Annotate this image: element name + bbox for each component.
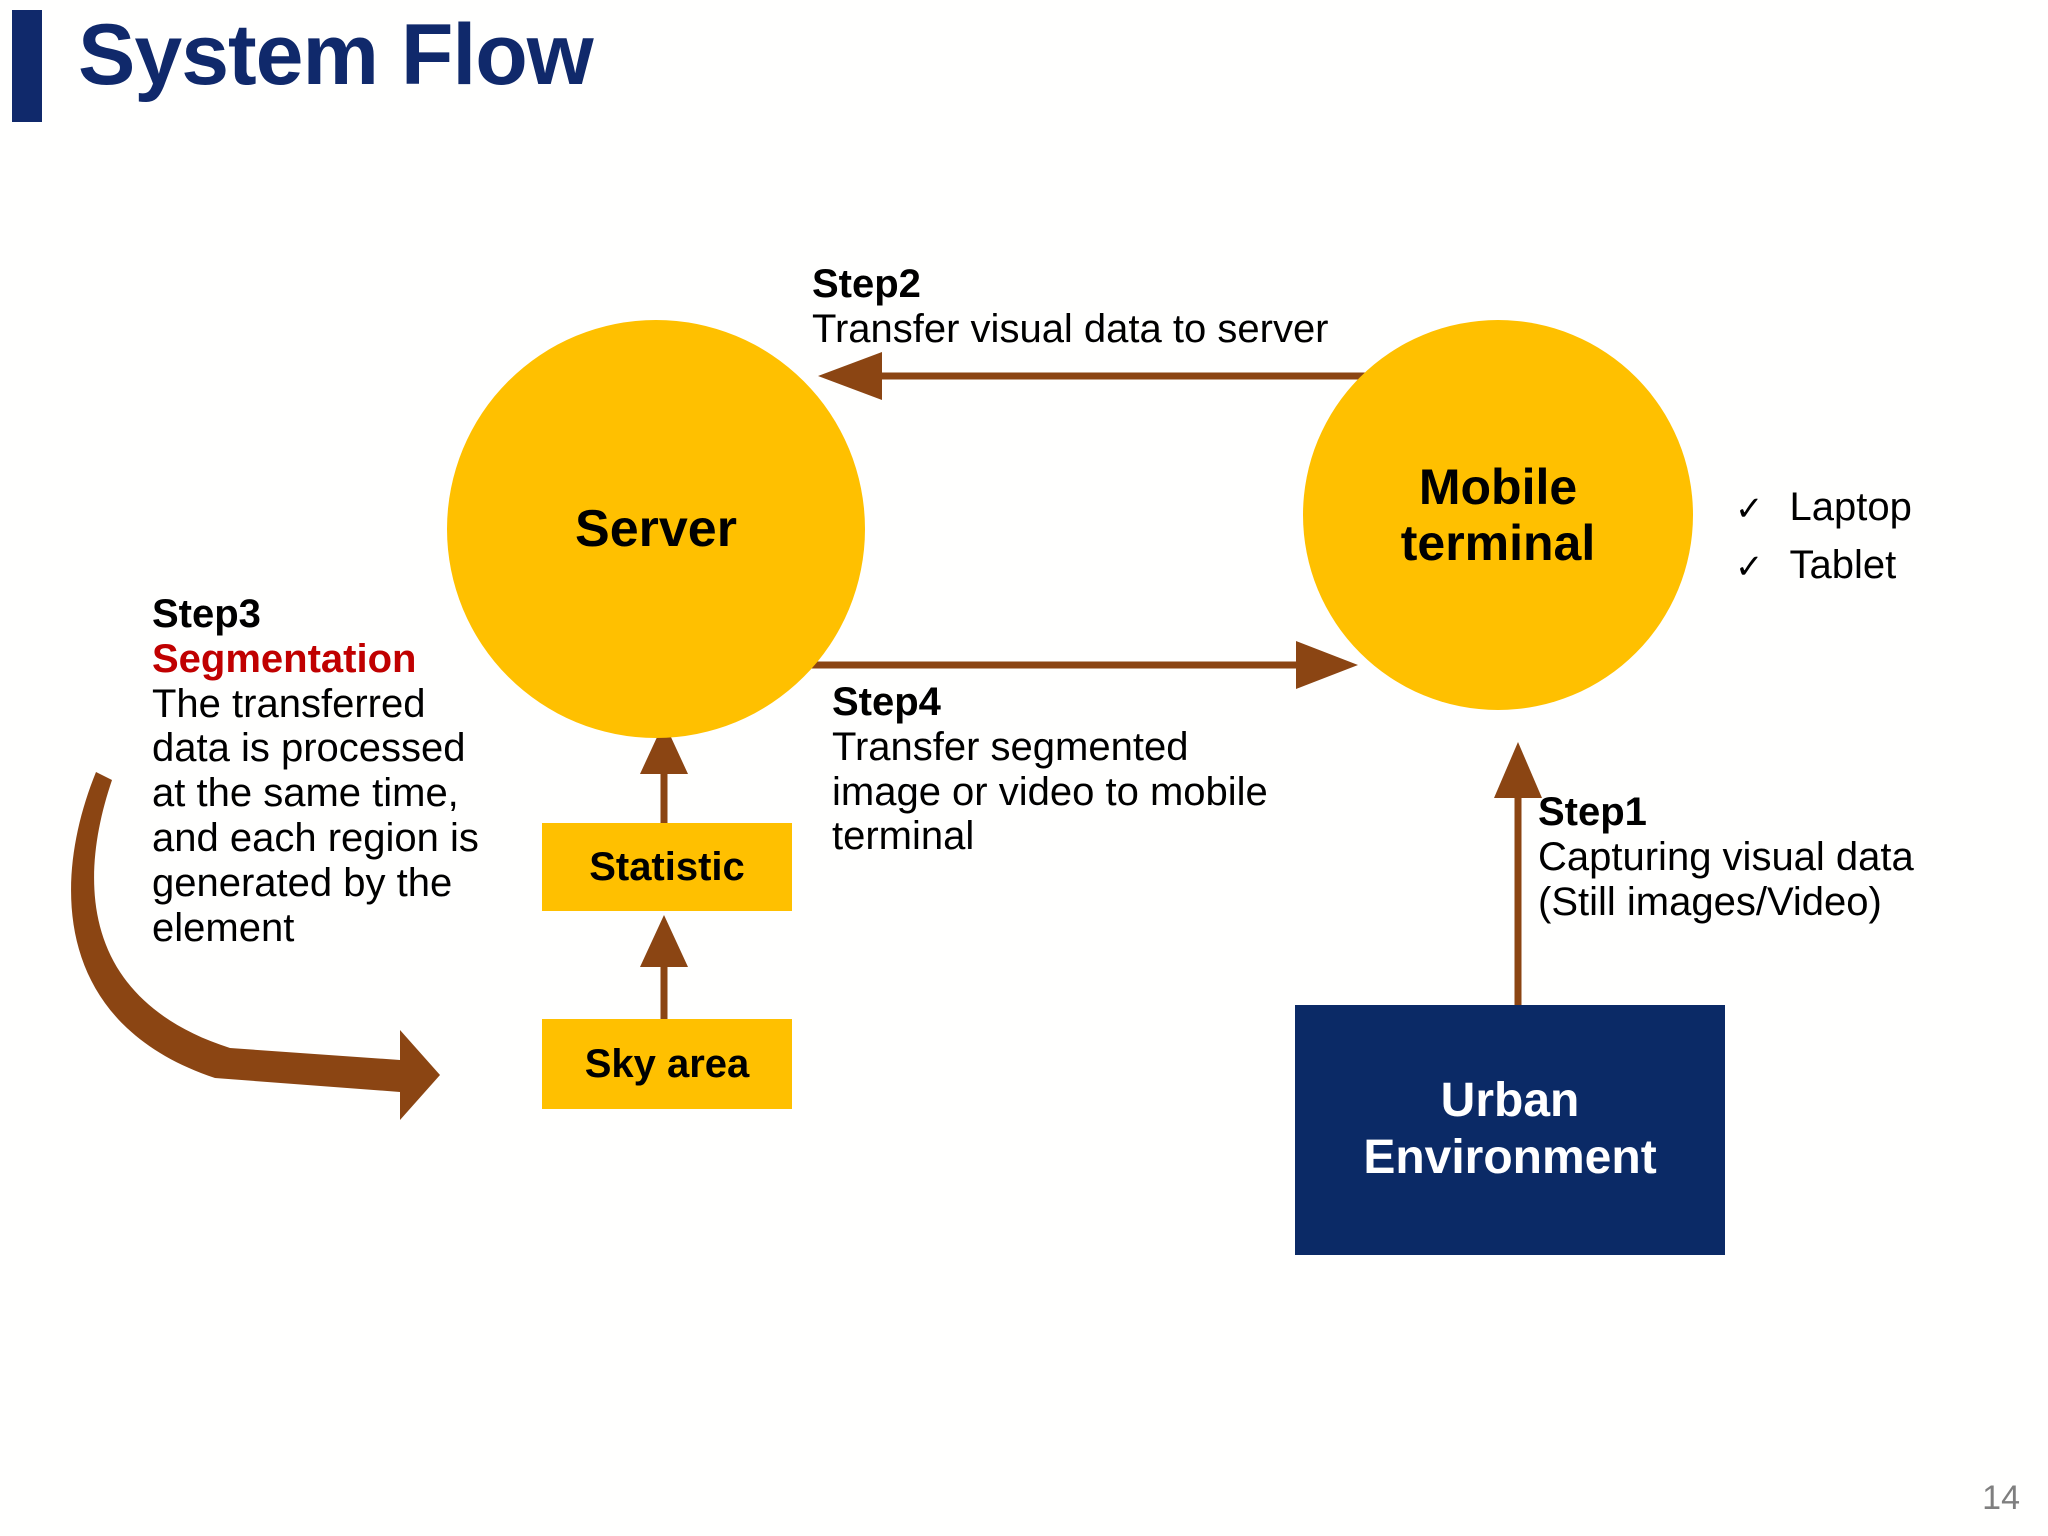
step2-body-line1: Transfer visual data to server [812,306,1329,351]
node-urban-environment[interactable]: Urban Environment [1295,1005,1725,1255]
step3-body-line3: at the same time, [152,771,459,816]
node-urban-environment-label: Urban Environment [1363,1073,1656,1186]
step1-body-line1: Capturing visual data [1538,834,1914,879]
node-statistic[interactable]: Statistic [542,823,792,911]
step3-emphasis: Segmentation [152,636,417,681]
node-mobile-terminal-line1: Mobile [1418,459,1578,515]
step4-annotation: Step4 Transfer segmented image or video … [832,680,1372,859]
step4-body-line1: Transfer segmented [832,724,1189,769]
title-accent-bar [12,10,42,122]
page-title: System Flow [78,7,594,103]
node-statistic-label: Statistic [589,844,745,889]
node-sky-area[interactable]: Sky area [542,1019,792,1109]
step3-body-line2: data is processed [152,726,466,771]
device-item-laptop-label: Laptop [1789,485,1912,529]
step3-body-line4: and each region is [152,815,479,860]
arrow-step2-mobile-to-server [818,352,1370,400]
page-number: 14 [1982,1479,2020,1517]
step1-heading: Step1 [1538,790,1647,834]
step4-heading: Step4 [832,680,941,724]
step1-annotation: Step1 Capturing visual data (Still image… [1538,790,2008,924]
step3-body-line1: The transferred [152,681,426,726]
node-server[interactable]: Server [447,320,865,738]
step4-body-line3: terminal [832,814,975,859]
check-icon: ✓ [1735,548,1764,586]
device-checklist: ✓ Laptop ✓ Tablet [1735,478,1912,594]
arrow-sky-area-to-statistic [640,915,688,1019]
check-icon: ✓ [1735,490,1764,528]
step2-heading: Step2 [812,262,921,306]
node-urban-line1: Urban [1440,1074,1580,1128]
node-server-label: Server [575,500,737,558]
node-sky-area-label: Sky area [584,1041,750,1086]
device-item-tablet: ✓ Tablet [1735,536,1912,594]
step1-body-line2: (Still images/Video) [1538,879,1882,924]
device-item-tablet-label: Tablet [1789,543,1897,587]
node-mobile-terminal-label: Mobile terminal [1401,459,1596,571]
device-item-laptop: ✓ Laptop [1735,478,1912,536]
step3-heading: Step3 [152,592,261,636]
step3-body-line6: element [152,905,295,950]
node-mobile-terminal[interactable]: Mobile terminal [1303,320,1693,710]
step4-body-line2: image or video to mobile [832,769,1268,814]
step2-annotation: Step2 Transfer visual data to server [812,262,1432,352]
step3-annotation: Step3 Segmentation The transferred data … [152,592,532,950]
arrow-step1-urban-to-mobile [1494,742,1542,1005]
step3-body-line5: generated by the [152,860,453,905]
node-mobile-terminal-line2: terminal [1400,515,1596,571]
node-urban-line2: Environment [1363,1131,1657,1184]
